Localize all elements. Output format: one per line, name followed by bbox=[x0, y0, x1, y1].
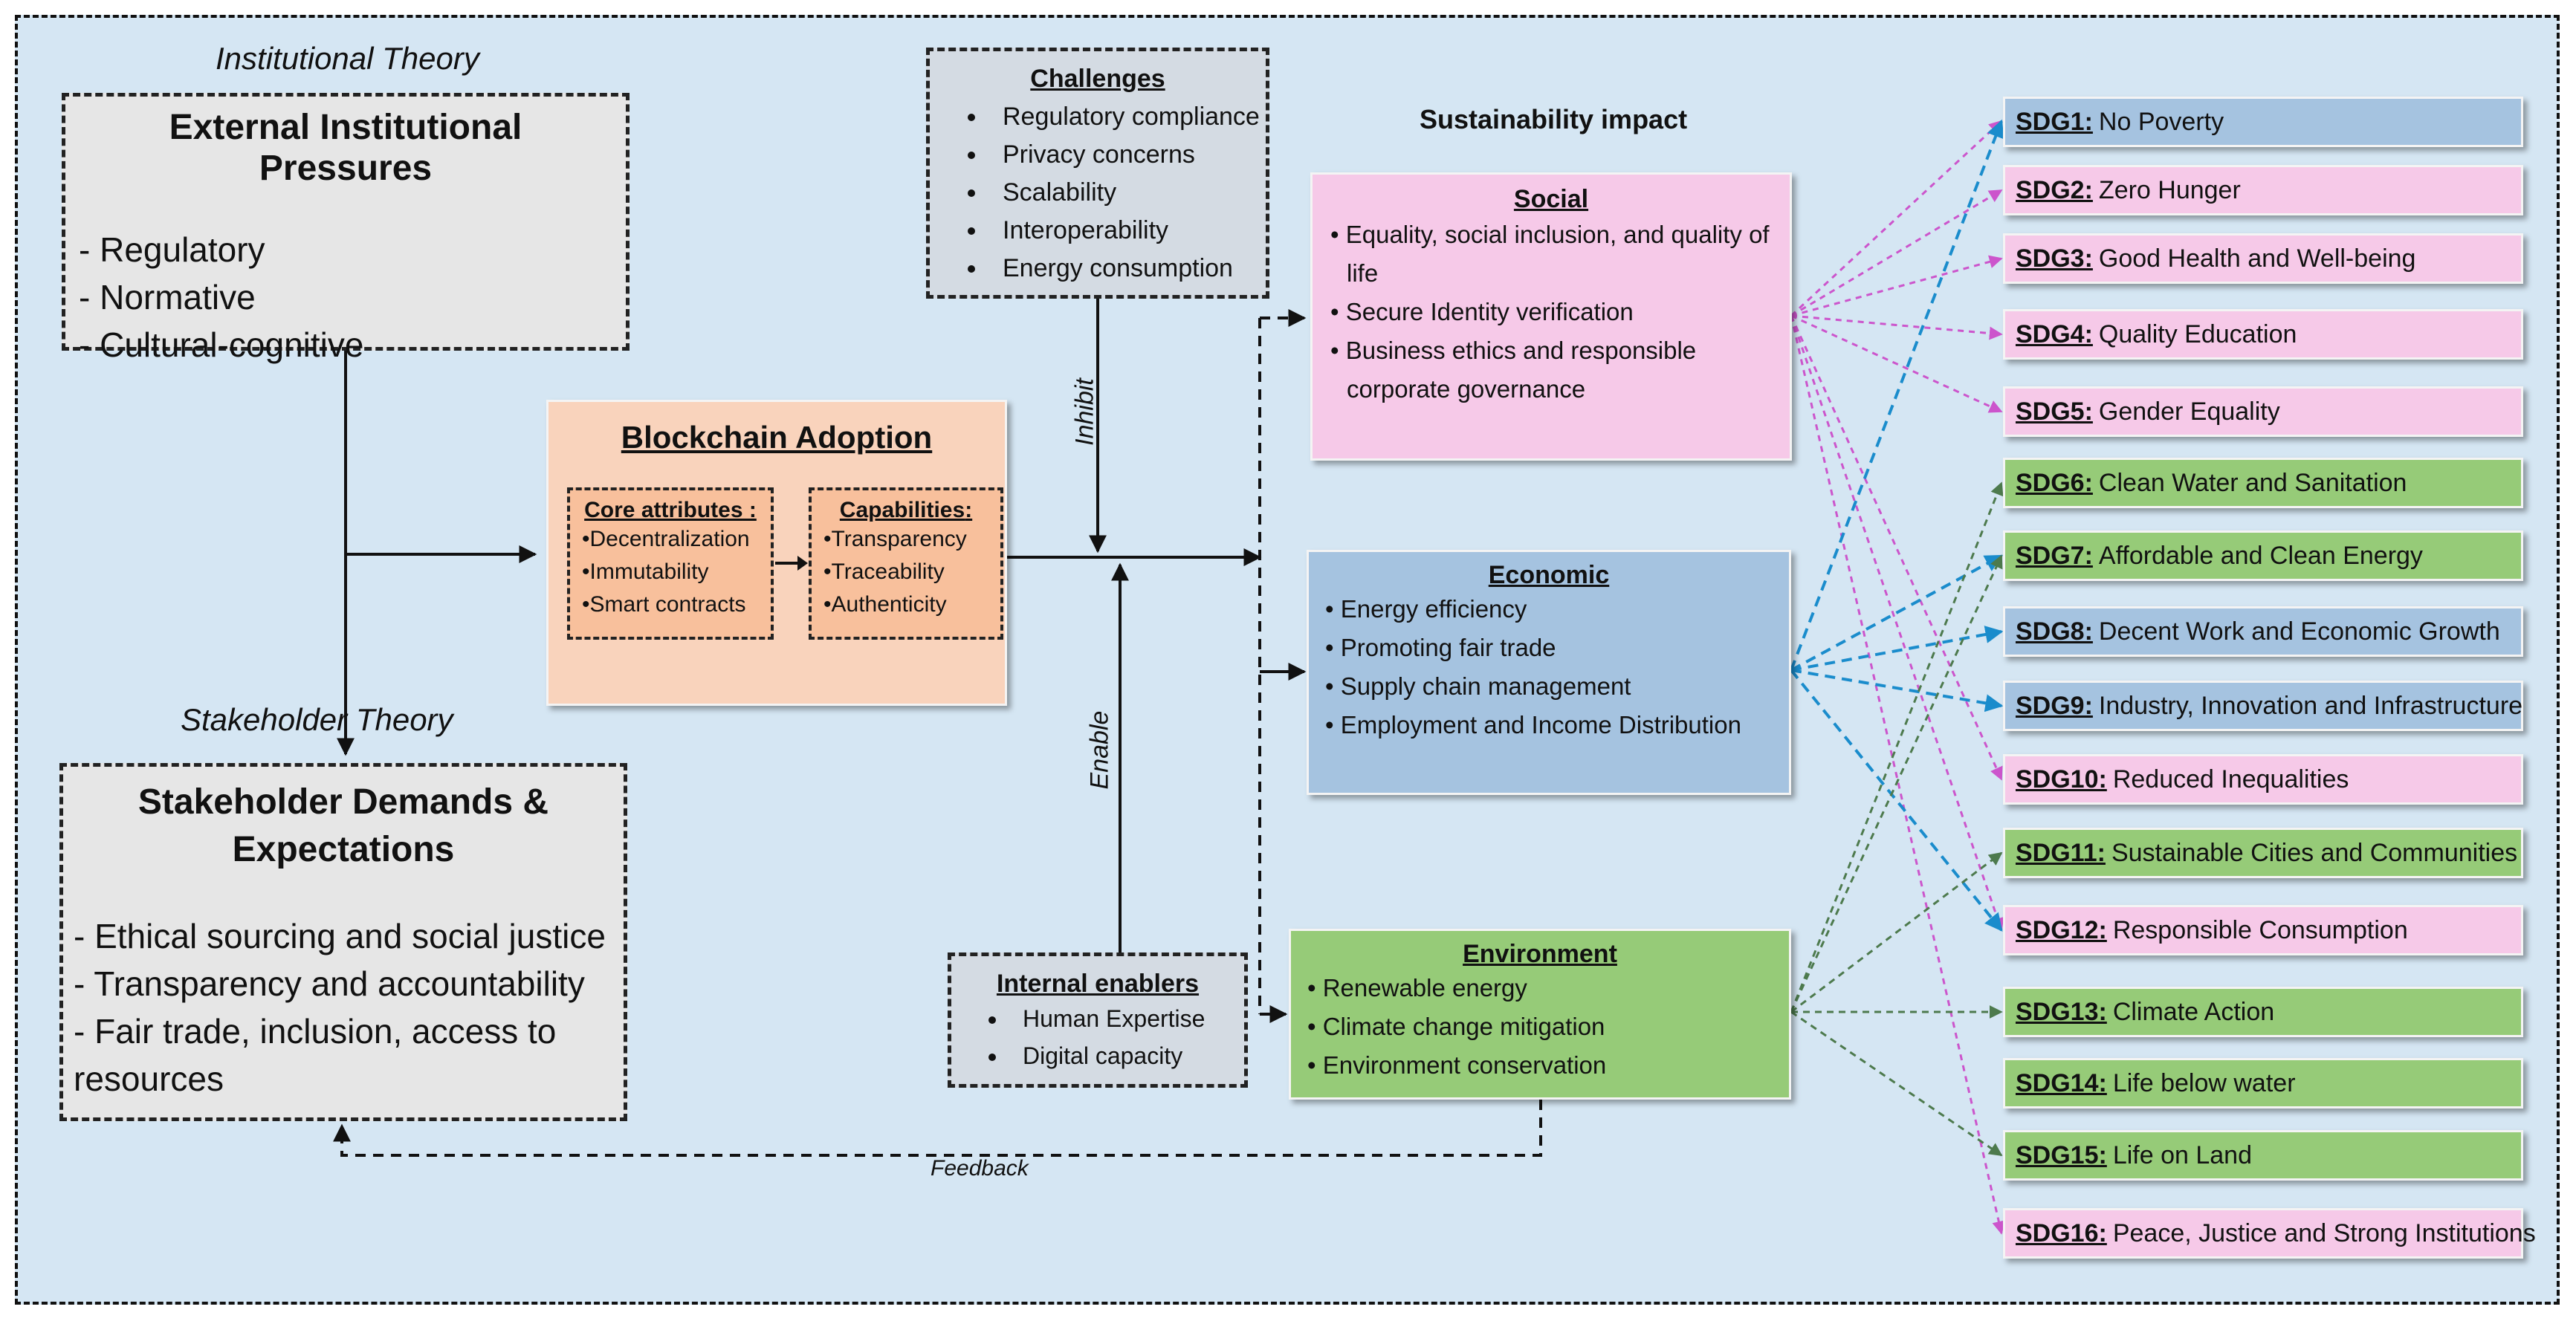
sdg-item-6: SDG6:Clean Water and Sanitation bbox=[2003, 458, 2523, 508]
economic-item: • Promoting fair trade bbox=[1325, 634, 1556, 661]
stakeholder-demands-box: Stakeholder Demands & Expectations - Eth… bbox=[59, 763, 627, 1121]
sdg-item-16: SDG16:Peace, Justice and Strong Institut… bbox=[2003, 1208, 2536, 1259]
external-pressures-box: External Institutional Pressures - Regul… bbox=[62, 93, 630, 364]
social-item-cont: corporate governance bbox=[1347, 375, 1586, 403]
environment-item: • Climate change mitigation bbox=[1307, 1013, 1605, 1040]
social-item: • Business ethics and responsible bbox=[1330, 337, 1697, 364]
sdg-item-13: SDG13:Climate Action bbox=[2003, 987, 2523, 1037]
economic-link-sdg12 bbox=[1790, 669, 2003, 932]
social-link-sdg16 bbox=[1790, 315, 2006, 1235]
environment-title: Environment bbox=[1463, 940, 1617, 968]
sdg-item-14: SDG14:Life below water bbox=[2003, 1058, 2523, 1109]
challenge-item: Regulatory compliance bbox=[988, 98, 1260, 136]
social-link-sdg5 bbox=[1790, 314, 2003, 413]
social-link-sdg3 bbox=[1790, 255, 2003, 317]
economic-link-sdg8 bbox=[1790, 626, 2004, 672]
capability-item: •Transparency bbox=[823, 527, 967, 551]
sdg-column: SDG1:No Poverty SDG2:Zero Hunger SDG3:Go… bbox=[2003, 0, 2536, 1321]
social-title: Social bbox=[1513, 185, 1589, 213]
capability-item: •Traceability bbox=[823, 559, 945, 584]
capabilities-title: Capabilities bbox=[839, 498, 965, 522]
pressure-item: - Cultural-cognitive bbox=[79, 325, 364, 364]
inhibit-label: Inhibit bbox=[1070, 378, 1099, 446]
capability-item: •Authenticity bbox=[823, 592, 947, 617]
institutional-theory-label: Institutional Theory bbox=[216, 41, 479, 76]
demand-item: - Transparency and accountability bbox=[74, 964, 585, 1003]
economic-item: • Supply chain management bbox=[1325, 672, 1631, 700]
economic-item: • Employment and Income Distribution bbox=[1325, 711, 1741, 739]
economic-title: Economic bbox=[1488, 561, 1610, 589]
stakeholder-theory-label: Stakeholder Theory bbox=[181, 702, 453, 737]
stakeholder-demands-title-line2: Expectations bbox=[232, 830, 455, 869]
demand-item: - Fair trade, inclusion, access to bbox=[74, 1012, 557, 1051]
social-item-cont: life bbox=[1347, 259, 1379, 287]
challenge-item: Scalability bbox=[988, 174, 1260, 212]
sdg-item-1: SDG1:No Poverty bbox=[2003, 97, 2523, 147]
sdg-item-9: SDG9:Industry, Innovation and Infrastruc… bbox=[2003, 681, 2523, 731]
challenge-item: Privacy concerns bbox=[988, 136, 1260, 174]
core-to-capabilities-arrowhead bbox=[797, 556, 808, 571]
blockchain-adoption-title: Blockchain Adoption bbox=[621, 420, 933, 455]
social-link-sdg1 bbox=[1790, 120, 2003, 317]
challenge-item: Interoperability bbox=[988, 212, 1260, 250]
economic-link-sdg7 bbox=[1790, 554, 2004, 672]
core-attribute-item: •Immutability bbox=[582, 559, 709, 584]
demand-item: - Ethical sourcing and social justice bbox=[74, 917, 606, 955]
sdg-item-7: SDG7:Affordable and Clean Energy bbox=[2003, 530, 2523, 581]
pressure-item: - Regulatory bbox=[79, 230, 265, 269]
social-item: • Secure Identity verification bbox=[1330, 298, 1634, 325]
economic-link-sdg9 bbox=[1790, 669, 2004, 713]
feedback-loop bbox=[333, 1100, 1542, 1157]
feedback-label: Feedback bbox=[931, 1156, 1029, 1181]
demand-item: resources bbox=[74, 1059, 224, 1098]
sdg-item-11: SDG11:Sustainable Cities and Communities bbox=[2003, 828, 2523, 878]
sdg-item-10: SDG10:Reduced Inequalities bbox=[2003, 754, 2523, 805]
challenges-box: Challenges Regulatory compliance Privacy… bbox=[926, 48, 1269, 299]
enable-label: Enable bbox=[1085, 710, 1114, 790]
enabler-item: Digital capacity bbox=[1008, 1037, 1240, 1074]
external-pressures-title: External Institutional Pressures bbox=[169, 108, 522, 188]
environment-box: Environment • Renewable energy • Climate… bbox=[1289, 929, 1791, 1100]
social-box: Social • Equality, social inclusion, and… bbox=[1310, 172, 1792, 461]
economic-item: • Energy efficiency bbox=[1325, 595, 1527, 623]
core-to-capabilities-line bbox=[775, 562, 805, 565]
environment-link-sdg11 bbox=[1790, 851, 2003, 1013]
challenges-title: Challenges bbox=[1030, 65, 1165, 93]
challenge-item: Energy consumption bbox=[988, 250, 1260, 288]
sdg-item-12: SDG12:Responsible Consumption bbox=[2003, 905, 2523, 955]
environment-item: • Renewable energy bbox=[1307, 974, 1527, 1002]
economic-link-sdg1 bbox=[1790, 119, 2004, 671]
capabilities-colon: : bbox=[965, 498, 973, 522]
sdg-item-15: SDG15:Life on Land bbox=[2003, 1130, 2523, 1181]
blockchain-adoption-box: Blockchain Adoption Core attributes : •D… bbox=[546, 400, 1007, 706]
social-link-sdg2 bbox=[1790, 189, 2003, 317]
enabler-item: Human Expertise bbox=[1008, 1000, 1240, 1037]
stakeholder-demands-title-line1: Stakeholder Demands & bbox=[137, 782, 549, 822]
core-attributes-colon: : bbox=[742, 498, 757, 522]
core-attribute-item: •Decentralization bbox=[582, 527, 750, 551]
sdg-item-5: SDG5:Gender Equality bbox=[2003, 386, 2523, 437]
sdg-item-8: SDG8:Decent Work and Economic Growth bbox=[2003, 606, 2523, 657]
social-link-sdg4 bbox=[1790, 314, 2003, 340]
pressure-item: - Normative bbox=[79, 278, 256, 317]
sdg-item-2: SDG2:Zero Hunger bbox=[2003, 165, 2523, 215]
economic-box: Economic • Energy efficiency • Promoting… bbox=[1307, 550, 1791, 795]
environment-item: • Environment conservation bbox=[1307, 1051, 1607, 1079]
sustainability-impact-heading: Sustainability impact bbox=[1420, 104, 1688, 134]
sdg-item-3: SDG3:Good Health and Well-being bbox=[2003, 233, 2523, 284]
environment-link-sdg15 bbox=[1790, 1010, 2003, 1157]
core-attribute-item: •Smart contracts bbox=[582, 592, 746, 617]
core-attributes-box: Core attributes : •Decentralization •Imm… bbox=[567, 487, 774, 640]
sdg-item-4: SDG4:Quality Education bbox=[2003, 309, 2523, 360]
internal-enablers-title: Internal enablers bbox=[996, 970, 1200, 998]
social-link-sdg12 bbox=[1790, 315, 2004, 932]
social-item: • Equality, social inclusion, and qualit… bbox=[1330, 221, 1770, 248]
capabilities-box: Capabilities: •Transparency •Traceabilit… bbox=[809, 487, 1003, 640]
environment-link-sdg7 bbox=[1790, 554, 2003, 1013]
internal-enablers-box: Internal enablers Human Expertise Digita… bbox=[948, 952, 1248, 1088]
core-attributes-title: Core attributes bbox=[584, 498, 743, 522]
social-link-sdg10 bbox=[1790, 315, 2003, 781]
